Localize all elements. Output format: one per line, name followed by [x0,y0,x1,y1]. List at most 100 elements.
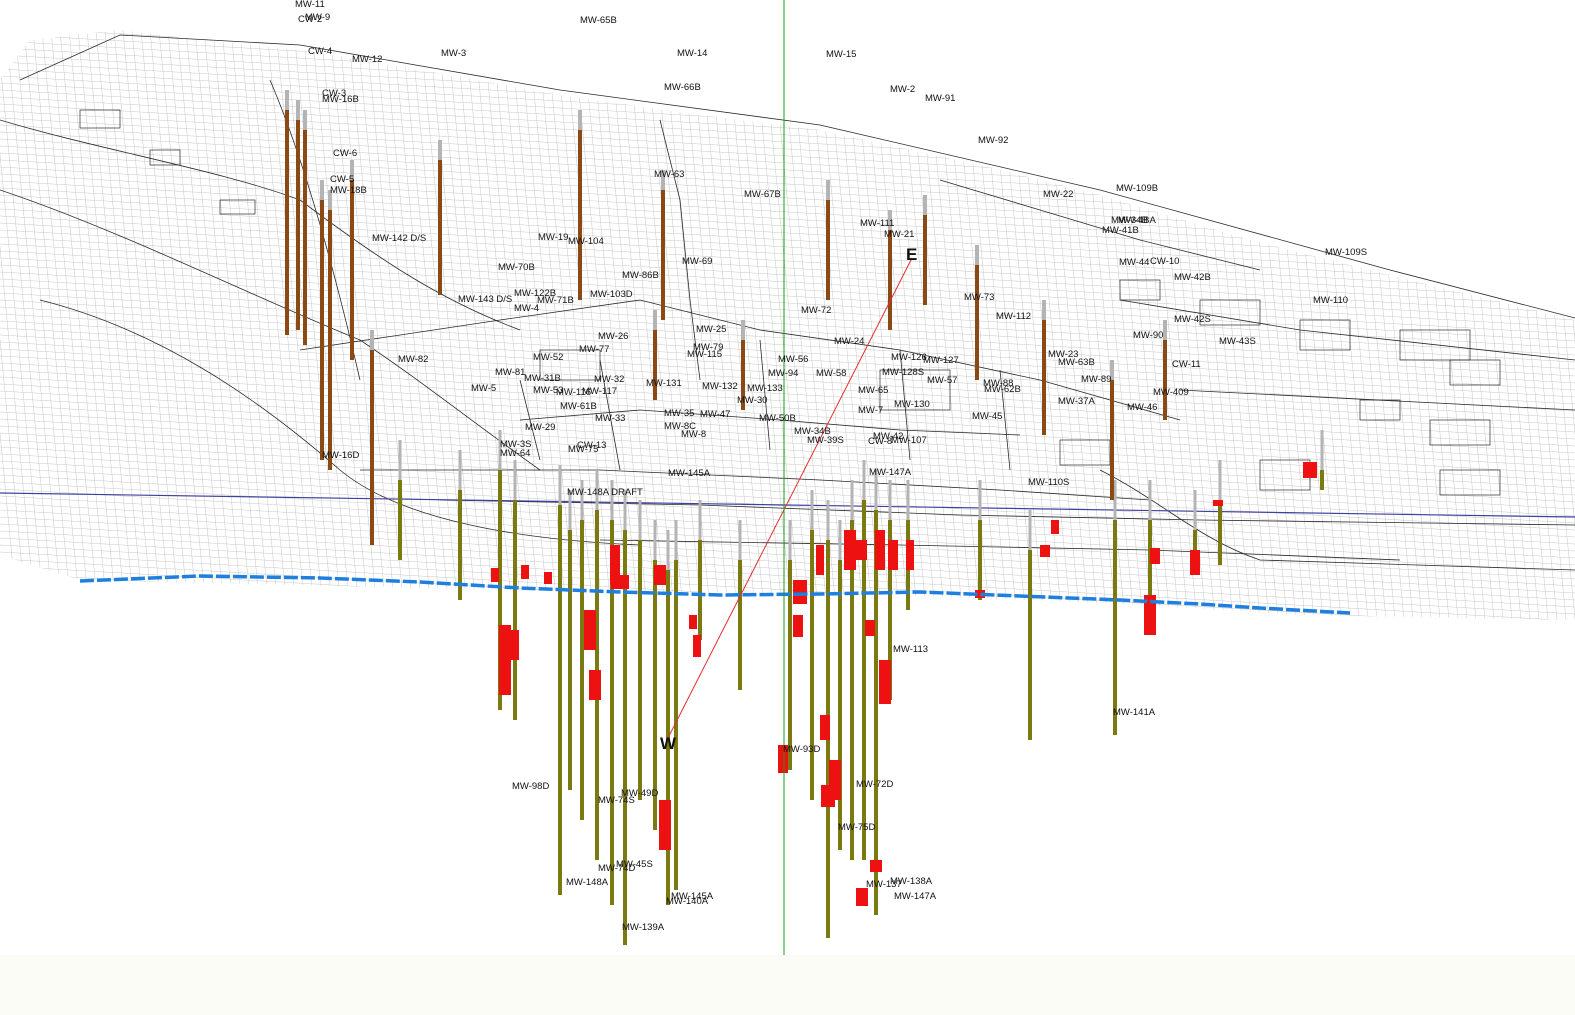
contamination-interval [856,888,868,906]
well-label: MW-4BA [1118,215,1156,226]
well-label: MW-116 [556,387,591,398]
road-outline [360,469,1151,501]
well-label: MW-34B [794,426,831,437]
well-label: MW-12 [352,54,382,65]
well-label: MW-31B [524,373,561,384]
contamination-interval [611,575,629,589]
well-label: MW-2 [890,84,915,95]
well-label: MW-130 [894,399,930,410]
terrain-mesh [0,30,1575,620]
contamination-interval [1303,462,1317,478]
well-label: MW-50B [759,413,796,424]
well-label: MW-18B [330,185,367,196]
well-label: MW-141A [1113,707,1156,718]
well-label: MW-15 [826,49,856,60]
well-label: MW-147A [869,467,912,478]
well-label: CW-10 [1150,256,1179,267]
well-label: MW-23 [1048,349,1078,360]
well-label: MW-46 [1127,402,1157,413]
well-label: MW-137 [866,879,902,890]
well-label: MW-8C [664,421,696,432]
contamination-interval [654,565,666,585]
contamination-interval [778,745,788,773]
well-label: MW-34B [1111,215,1148,226]
well-label: MW-107 [891,435,927,446]
section-line [667,257,913,739]
road-outline [0,189,541,471]
well-label: MW-43S [1219,336,1256,347]
building-outline [1119,279,1161,301]
building-outline [1399,329,1471,361]
contamination-interval [875,530,885,570]
road-outline [19,34,1575,319]
well-label: MW-42S [1174,314,1211,325]
building-outline [1439,469,1501,496]
well-label: MW-22 [1043,189,1073,200]
well-label: MW-56 [778,354,808,365]
east-label: E [906,245,917,264]
contamination-interval [865,620,875,636]
bottom-band [0,955,1575,1015]
well-label: MW-90 [1133,330,1163,341]
well-label: MW-3 [441,48,466,59]
well-label: CW-5 [330,174,354,185]
well-label: MW-19 [538,232,568,243]
wells-layer [285,90,1324,945]
contamination-interval [888,540,898,570]
well-label: MW-16D [322,450,359,461]
site-linework [0,34,1575,571]
well-label: MW-115 [687,349,722,360]
road-outline [299,299,1181,421]
well-label: MW-5 [471,383,496,394]
building-outline [79,109,121,129]
contamination-interval [793,615,803,637]
well-label: MW-133 [747,383,783,394]
west-label: W [660,734,677,753]
road-outline [1099,469,1575,571]
well-label: MW-67B [744,189,781,200]
well-label: MW-91 [925,93,955,104]
contamination-interval [589,670,601,700]
well-label: MW-72 [801,305,831,316]
mesh-gridlines [0,30,1575,620]
contamination-interval [1150,548,1160,564]
well-label: MW-11 [295,0,325,10]
well-label: MW-70B [498,262,535,273]
well-label: MW-111 [860,218,894,229]
well-label: MW-139A [622,922,665,933]
well-label: MW-37A [1058,396,1095,407]
well-label: MW-77 [579,344,609,355]
well-label: MW-103D [590,289,633,300]
well-label: MW-32 [594,374,624,385]
well-label: MW-53 [533,385,563,396]
road-outline [39,299,641,546]
contamination-interval [693,635,701,657]
contamination-interval [853,540,867,560]
well-label: MW-30 [737,395,767,406]
building-outline [219,199,256,215]
contamination-interval [584,610,596,650]
well-label: MW-65 [858,385,888,396]
well-label: CW-4 [308,46,332,57]
well-label: MW-42 [873,431,903,442]
well-label: MW-49D [621,788,658,799]
contamination-interval [879,660,891,704]
well-label: MW-14 [677,48,707,59]
well-label: MW-112 [996,311,1031,322]
well-label: MW-72D [856,779,893,790]
contamination-interval [1040,545,1050,557]
well-label: MW-26 [598,331,628,342]
road-outline [599,539,1401,561]
building-outline [1359,399,1401,421]
well-label: CW-3 [322,88,346,99]
well-label: MW-74S [598,795,635,806]
well-label: MW-145A [668,468,711,479]
well-label: MW-75D [838,822,875,833]
well-label: MW-110S [1028,477,1069,488]
building-outline [1199,299,1261,326]
well-label: MW-89 [1081,374,1111,385]
well-label: MW-140A [666,896,709,907]
